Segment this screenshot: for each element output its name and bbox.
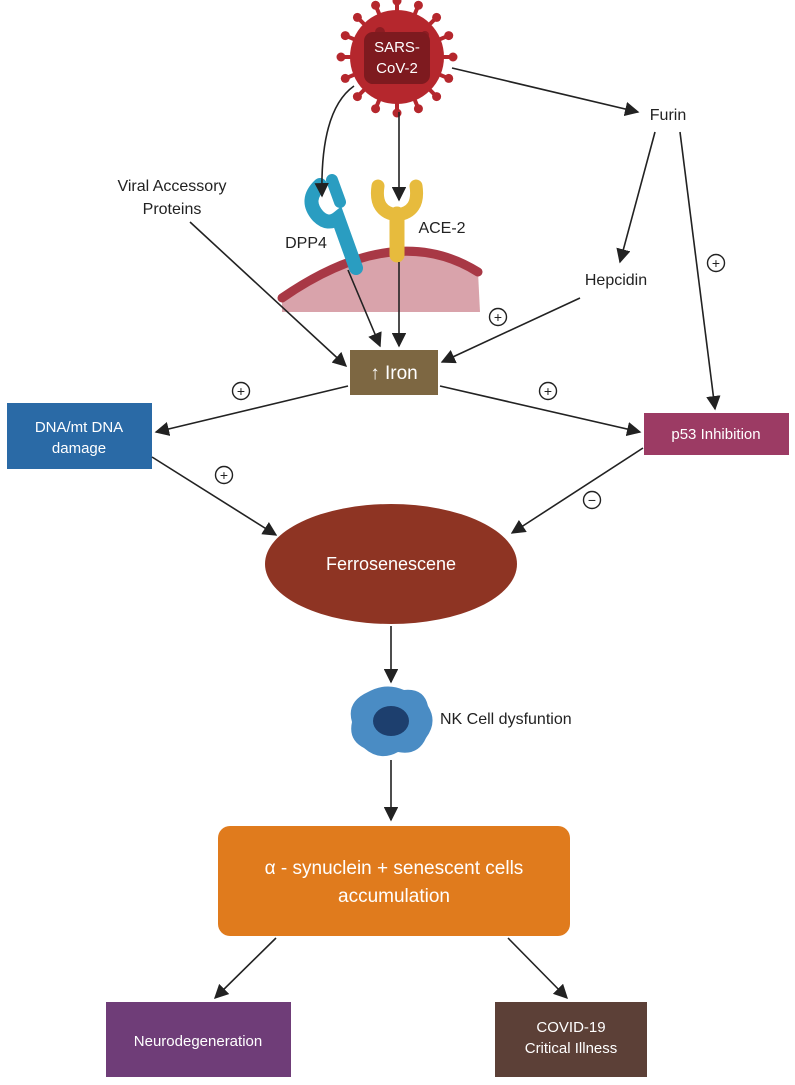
- arrow-furin-to-p53: [679, 131, 721, 411]
- svg-text:+: +: [544, 383, 552, 399]
- arrow-dpp4-to-iron: [347, 269, 382, 348]
- svg-text:+: +: [220, 467, 228, 483]
- covid-critical-illness-node: COVID-19 Critical Illness: [495, 1002, 647, 1077]
- arrow-virus-to-furin: [451, 67, 640, 117]
- accumulation-node: α - synuclein + senescent cells accumula…: [218, 826, 570, 936]
- nk-dysfunction-label: NK Cell dysfuntion: [440, 711, 572, 728]
- svg-text:+: +: [237, 383, 245, 399]
- iron-label: ↑ Iron: [370, 363, 418, 384]
- hepcidin-label: Hepcidin: [585, 272, 647, 289]
- virus-spike-tip: [340, 73, 350, 83]
- virus-spike-tip: [392, 108, 402, 118]
- svg-text:+: +: [494, 309, 502, 325]
- virus-spike-tip: [413, 104, 423, 114]
- sign-plus-iron-p53: +: [538, 381, 558, 401]
- dna-damage-node: DNA/mt DNA damage: [7, 403, 152, 469]
- sign-plus-dna-ferro: +: [214, 465, 234, 485]
- viral-accessory-label-line2: Proteins: [143, 201, 202, 218]
- virus-spike-tip: [444, 73, 454, 83]
- dna-label-line1: DNA/mt DNA: [35, 419, 123, 436]
- virus-spike-tip: [432, 12, 442, 22]
- accumulation-label-line2: accumulation: [338, 886, 450, 907]
- covid-label-line2: Critical Illness: [525, 1040, 618, 1057]
- arrow-accumulation-to-neuro: [213, 937, 277, 1000]
- neurodegeneration-node: Neurodegeneration: [106, 1002, 291, 1077]
- cell-membrane: [277, 246, 483, 312]
- ferrosenescene-node: Ferrosenescene: [265, 504, 517, 624]
- iron-node: ↑ Iron: [350, 350, 438, 395]
- virus-spike-tip: [340, 31, 350, 41]
- arrow-hepcidin-to-iron: [440, 297, 581, 364]
- virus-label-line2: CoV-2: [376, 60, 418, 77]
- sign-plus-furin-p53: +: [706, 253, 726, 273]
- virus-spike-tip: [432, 92, 442, 102]
- arrow-accessory-to-iron: [189, 221, 348, 367]
- sign-plus-iron-dna: +: [231, 381, 251, 401]
- sars-cov-2-virus-icon: SARS- CoV-2: [336, 0, 458, 118]
- furin-label: Furin: [650, 107, 686, 124]
- ace2-receptor-icon: [370, 179, 424, 263]
- virus-spike-tip: [392, 0, 402, 6]
- arrow-dna-to-ferrosenescene: [151, 456, 278, 536]
- covid-label-line1: COVID-19: [536, 1019, 605, 1036]
- viral-accessory-label-line1: Viral Accessory: [117, 178, 226, 195]
- sign-plus-hepcidin: +: [488, 307, 508, 327]
- virus-spike-tip: [413, 0, 423, 10]
- virus-spike-tip: [352, 92, 362, 102]
- ace2-label: ACE-2: [418, 220, 465, 237]
- nk-cell-icon: [350, 686, 433, 757]
- p53-label: p53 Inhibition: [671, 426, 760, 443]
- virus-spike-tip: [371, 104, 381, 114]
- dpp4-receptor-icon: [304, 174, 363, 275]
- arrow-p53-to-ferrosenescene: [510, 447, 644, 534]
- arrows: [151, 67, 721, 1000]
- virus-spike-tip: [371, 0, 381, 10]
- svg-text:+: +: [712, 255, 720, 271]
- dpp4-label: DPP4: [285, 235, 327, 252]
- arrow-accumulation-to-covid: [507, 937, 569, 1000]
- virus-spike-tip: [444, 31, 454, 41]
- arrow-furin-to-hepcidin: [616, 131, 656, 264]
- virus-spike-tip: [352, 12, 362, 22]
- p53-inhibition-node: p53 Inhibition: [644, 413, 789, 455]
- virus-spike-tip: [448, 52, 458, 62]
- ferrosenescene-label: Ferrosenescene: [326, 554, 456, 574]
- arrow-iron-to-p53: [439, 385, 642, 437]
- virus-label-line1: SARS-: [374, 39, 420, 56]
- sign-minus-p53-ferro: −: [582, 490, 602, 510]
- accumulation-label-line1: α - synuclein + senescent cells: [265, 858, 524, 879]
- dna-label-line2: damage: [52, 440, 106, 457]
- virus-spike-tip: [336, 52, 346, 62]
- arrow-iron-to-dna: [154, 385, 349, 436]
- arrow-virus-to-dpp4: [314, 85, 355, 198]
- svg-text:−: −: [588, 492, 596, 508]
- neurodegeneration-label: Neurodegeneration: [134, 1033, 262, 1050]
